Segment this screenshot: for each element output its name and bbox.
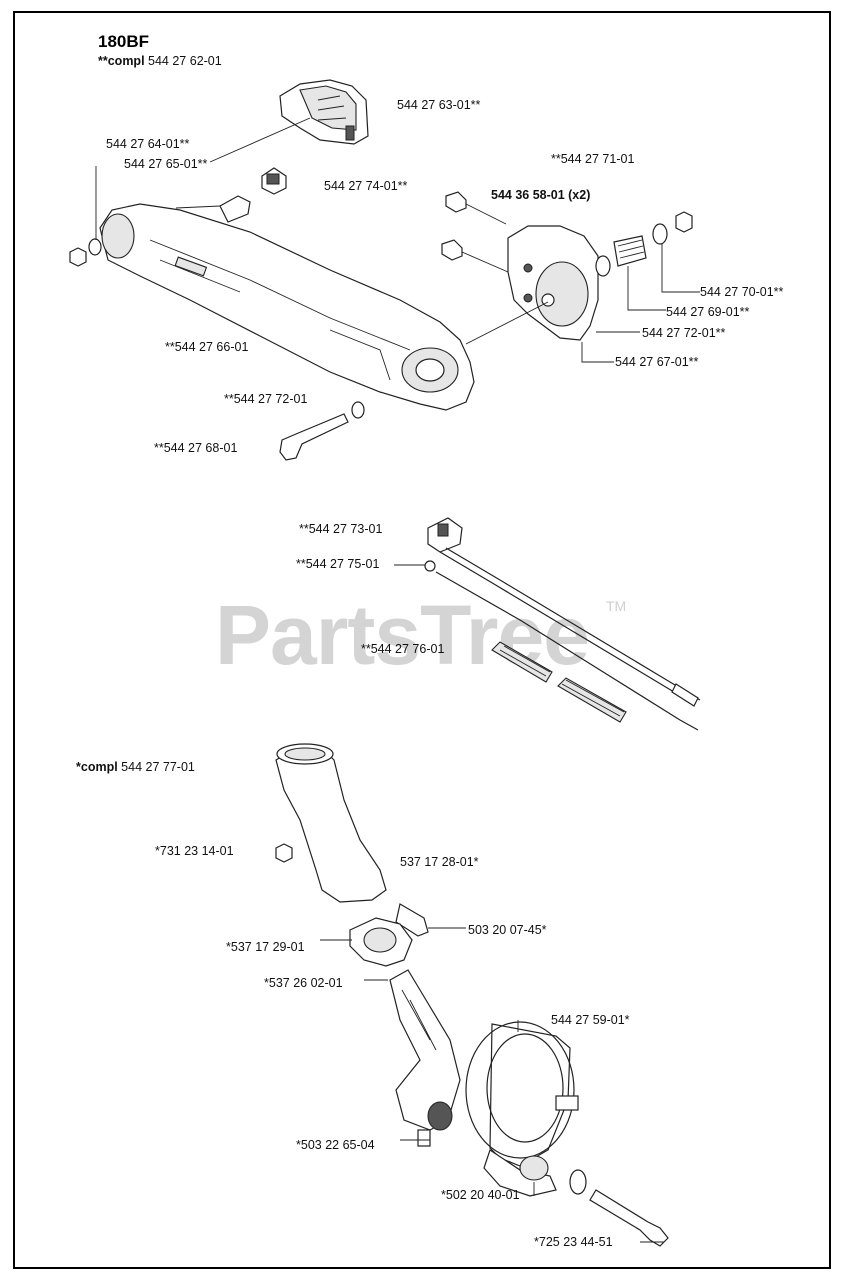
part-handle-tube[interactable] (389, 969, 461, 1131)
part-label[interactable]: *503 22 65-04 (296, 1138, 375, 1152)
part-label[interactable]: 544 27 69-01** (666, 305, 750, 319)
part-label[interactable]: *537 26 02-01 (264, 976, 343, 990)
part-cable-connector[interactable] (427, 517, 463, 553)
part-label[interactable]: *502 20 40-01 (441, 1188, 520, 1202)
part-label[interactable]: *725 23 44-51 (534, 1235, 613, 1249)
part-small-screw[interactable] (219, 195, 251, 223)
part-label[interactable]: 544 27 74-01** (324, 179, 408, 193)
part-bracket-bolt[interactable] (589, 1189, 669, 1247)
compl-prefix: **compl (98, 54, 145, 68)
part-washer-spring[interactable] (595, 255, 611, 277)
part-mounting-bracket[interactable] (465, 1020, 579, 1197)
part-label[interactable]: **544 27 71-01 (551, 152, 635, 166)
part-clip[interactable] (417, 1129, 431, 1147)
part-washer-bracket[interactable] (569, 1169, 587, 1195)
part-label[interactable]: **544 27 73-01 (299, 522, 383, 536)
part-handle-screw[interactable] (395, 903, 466, 937)
part-cable-sleeve[interactable] (491, 641, 627, 723)
part-label[interactable]: *537 17 29-01 (226, 940, 305, 954)
part-label[interactable]: 503 20 07-45* (468, 923, 547, 937)
part-bolt-cover-1[interactable] (445, 191, 507, 225)
part-long-bolt[interactable] (279, 413, 349, 461)
part-label[interactable]: 537 17 28-01* (400, 855, 479, 869)
part-nut-right[interactable] (675, 211, 693, 233)
part-washer-right[interactable] (652, 223, 668, 245)
part-label[interactable]: 544 27 70-01** (700, 285, 784, 299)
part-small-nut-handle[interactable] (275, 843, 293, 863)
part-label[interactable]: 544 27 64-01** (106, 137, 190, 151)
part-handle-clamp[interactable] (349, 917, 413, 967)
part-label[interactable]: **544 27 76-01 (361, 642, 445, 656)
part-label[interactable]: **544 27 68-01 (154, 441, 238, 455)
part-label[interactable]: **544 27 72-01 (224, 392, 308, 406)
part-stop-wire[interactable] (424, 560, 699, 731)
part-label[interactable]: 544 36 58-01 (x2) (491, 188, 591, 202)
part-label[interactable]: 544 27 67-01** (615, 355, 699, 369)
compl-number: 544 27 77-01 (121, 760, 195, 774)
part-bolt-cover-2[interactable] (441, 239, 509, 273)
part-cover-plate[interactable] (507, 225, 599, 341)
compl-assembly-top: **compl 544 27 62-01 (98, 54, 222, 68)
part-washer-bottom[interactable] (351, 401, 365, 419)
part-label[interactable]: 544 27 63-01** (397, 98, 481, 112)
model-title: 180BF (98, 32, 150, 51)
part-small-block[interactable] (261, 167, 287, 195)
part-nut-left[interactable] (69, 247, 87, 267)
part-handle-grip[interactable] (275, 743, 387, 903)
part-spring[interactable] (613, 235, 647, 267)
compl-prefix: *compl (76, 760, 118, 774)
part-throttle-cable[interactable] (439, 547, 701, 707)
part-label[interactable]: **544 27 75-01 (296, 557, 380, 571)
part-main-housing[interactable] (99, 203, 475, 411)
part-label[interactable]: 544 27 65-01** (124, 157, 208, 171)
watermark-tm: TM (606, 598, 627, 614)
part-label[interactable]: 544 27 72-01** (642, 326, 726, 340)
part-washer-left[interactable] (88, 238, 102, 256)
part-label[interactable]: *731 23 14-01 (155, 844, 234, 858)
compl-assembly-bottom: *compl 544 27 77-01 (76, 760, 195, 774)
part-clamp-top[interactable] (279, 79, 369, 145)
part-label[interactable]: 544 27 59-01* (551, 1013, 630, 1027)
compl-number: 544 27 62-01 (148, 54, 222, 68)
part-label[interactable]: **544 27 66-01 (165, 340, 249, 354)
